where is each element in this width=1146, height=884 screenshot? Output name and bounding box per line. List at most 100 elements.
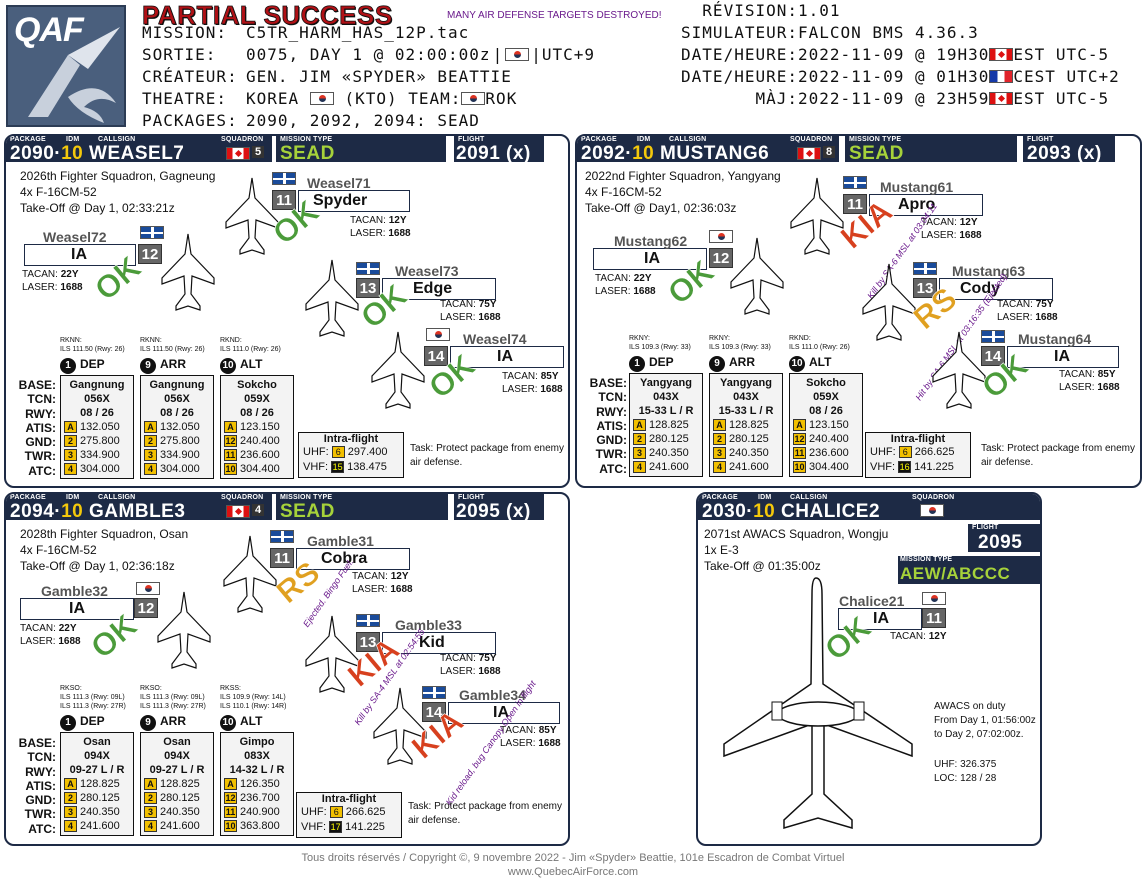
f16-jet-icon bbox=[790, 177, 844, 255]
airbase-arr: RKSO:ILS 111.3 (Rwy: 09L)ILS 111.3 (Rwy:… bbox=[140, 684, 214, 836]
theatre-line: THEATRE:KOREA (KTO) TEAM:ROK bbox=[142, 89, 518, 108]
mission-type-header: MISSION TYPE SEAD bbox=[845, 136, 1017, 164]
base-labels: BASE:TCN:RWY:ATIS:GND:TWR:ATC: bbox=[18, 378, 56, 478]
flight-number: 11 bbox=[272, 190, 296, 210]
f16-jet-icon bbox=[161, 233, 215, 311]
packages-line: PACKAGES:2090, 2092, 2094: SEAD bbox=[142, 111, 480, 130]
korea-flag-icon bbox=[922, 592, 946, 605]
flight-number: 14 bbox=[422, 702, 446, 722]
f16-jet-icon bbox=[225, 177, 279, 255]
korea-flag-icon bbox=[309, 92, 334, 105]
mission-result-subtitle: MANY AIR DEFENSE TARGETS DESTROYED! bbox=[447, 10, 662, 21]
airbase-dep: RKSO:ILS 111.3 (Rwy: 09L)ILS 111.3 (Rwy:… bbox=[60, 684, 134, 836]
base-labels: BASE:TCN:RWY:ATIS:GND:TWR:ATC: bbox=[18, 736, 56, 836]
korea-flag-icon bbox=[709, 230, 733, 243]
quebec-flag-icon bbox=[843, 176, 867, 189]
korea-flag-icon bbox=[920, 504, 944, 517]
quebec-flag-icon bbox=[140, 226, 164, 239]
flight-number: 11 bbox=[843, 194, 867, 214]
f16-jet-icon bbox=[305, 259, 359, 337]
korea-flag-icon bbox=[505, 48, 530, 61]
logo-text: QAF bbox=[14, 11, 84, 49]
quebec-flag-icon bbox=[272, 172, 296, 185]
jet-logo-icon bbox=[28, 27, 120, 123]
flight-number: 11 bbox=[922, 608, 946, 628]
flight-number: 14 bbox=[424, 346, 448, 366]
f16-jet-icon bbox=[371, 331, 425, 409]
flight-number: 14 bbox=[981, 346, 1005, 366]
flight-number: 13 bbox=[356, 632, 380, 652]
mission-type-header: MISSION TYPE SEAD bbox=[276, 136, 446, 164]
canada-flag-icon bbox=[797, 147, 821, 160]
base-labels: BASE:TCN:RWY:ATIS:GND:TWR:ATC: bbox=[589, 376, 627, 476]
e3-awacs-icon bbox=[723, 577, 913, 830]
quebec-flag-icon bbox=[913, 262, 937, 275]
flight-number: 11 bbox=[270, 548, 294, 568]
quebec-flag-icon bbox=[422, 686, 446, 699]
task-text: Task: Protect package from enemy air def… bbox=[981, 443, 1135, 468]
mission-line: MISSION:C5TR_HARM_HAS_12P.tac bbox=[142, 23, 470, 42]
footer: Tous droits réservés / Copyright ©, 9 no… bbox=[0, 851, 1146, 879]
f16-jet-icon bbox=[305, 615, 359, 693]
france-flag-icon bbox=[989, 70, 1014, 83]
canada-flag-icon bbox=[989, 48, 1014, 61]
flight-header: FLIGHT 2095 bbox=[968, 524, 1040, 553]
header-left: MISSION:C5TR_HARM_HAS_12P.tac SORTIE:007… bbox=[142, 22, 595, 132]
korea-flag-icon bbox=[426, 328, 450, 341]
flight-number: 12 bbox=[134, 598, 158, 618]
f16-jet-icon bbox=[932, 331, 986, 409]
canada-flag-icon bbox=[226, 505, 250, 518]
flight-number: 12 bbox=[709, 248, 733, 268]
sortie-line: SORTIE:0075, DAY 1 @ 02:00:00z||UTC+9 bbox=[142, 45, 596, 64]
flight-number: 13 bbox=[356, 278, 380, 298]
f16-jet-icon bbox=[373, 687, 427, 765]
flight-number: 13 bbox=[913, 278, 937, 298]
korea-flag-icon bbox=[461, 92, 486, 105]
f16-jet-icon bbox=[862, 263, 916, 341]
airbase-alt: RKSS:ILS 109.9 (Rwy: 14L)ILS 110.1 (Rwy:… bbox=[220, 684, 294, 836]
canada-flag-icon bbox=[989, 92, 1014, 105]
flight-header: FLIGHT 2095 (x) bbox=[454, 494, 544, 522]
flight-number: 12 bbox=[138, 244, 162, 264]
f16-jet-icon bbox=[157, 591, 211, 669]
website-link[interactable]: www.QuebecAirForce.com bbox=[507, 866, 639, 878]
canada-flag-icon bbox=[226, 147, 250, 160]
creator-line: CRÉATEUR:GEN. JIM «SPYDER» BEATTIE bbox=[142, 67, 512, 86]
quebec-flag-icon bbox=[356, 262, 380, 275]
quebec-flag-icon bbox=[270, 530, 294, 543]
